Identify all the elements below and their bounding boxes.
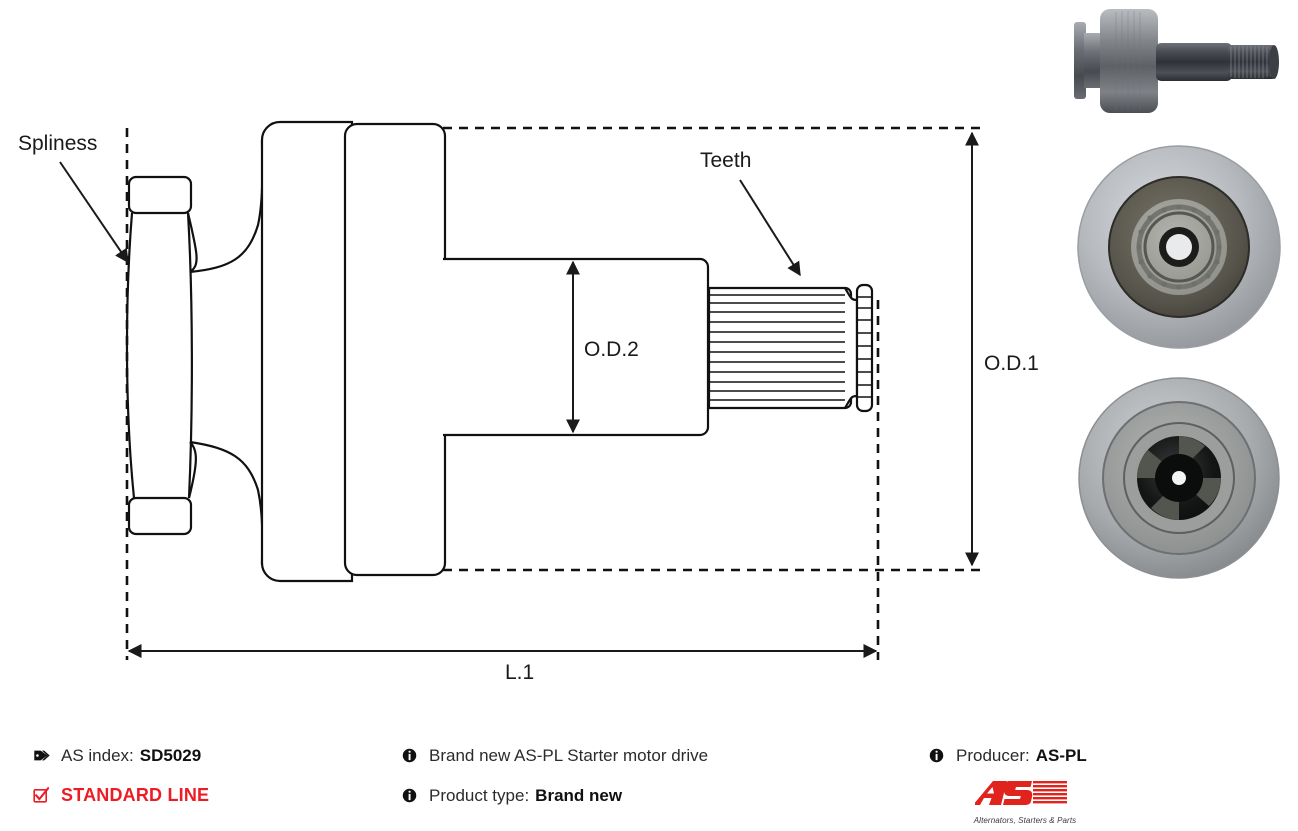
- as-pl-logo-mark: [973, 781, 1067, 805]
- description-row: Brand new AS-PL Starter motor drive: [398, 735, 898, 775]
- product-type-label: Product type:: [429, 785, 530, 805]
- teeth-label: Teeth: [700, 149, 751, 172]
- as-index-label: AS index:: [61, 745, 134, 765]
- info-icon: [925, 748, 947, 763]
- info-icon: [398, 748, 420, 763]
- product-type-row: Product type: Brand new: [398, 775, 898, 815]
- info-column-index: AS index: SD5029 STANDARD LINE: [30, 735, 390, 815]
- teeth-callout: Teeth: [700, 149, 801, 277]
- spline-ring: [125, 212, 198, 499]
- standard-line-row: STANDARD LINE: [30, 775, 390, 815]
- checked-box-icon: [30, 787, 52, 803]
- producer-label: Producer:: [956, 745, 1030, 765]
- teeth-leader-line: [739, 179, 801, 277]
- starter-drive-rear-view-image: [1078, 377, 1280, 579]
- od2-label: O.D.2: [584, 338, 639, 361]
- producer-value: AS-PL: [1035, 745, 1087, 765]
- producer-row: Producer: AS-PL: [925, 735, 1285, 775]
- product-photo-rear-view[interactable]: [1060, 375, 1298, 585]
- shaft-section: [443, 257, 710, 437]
- splines-label: Spliness: [18, 132, 97, 155]
- as-index-row: AS index: SD5029: [30, 735, 390, 775]
- product-photo-front-view[interactable]: [1060, 140, 1298, 355]
- od1-label: O.D.1: [984, 352, 1039, 375]
- info-icon: [398, 788, 420, 803]
- logo-tagline: Alternators, Starters & Parts: [973, 816, 1077, 825]
- technical-drawing: Spliness Teeth O.D.2 O.D.1 L.1: [18, 120, 1039, 684]
- info-column-producer: Producer: AS-PL: [925, 735, 1285, 775]
- info-column-description: Brand new AS-PL Starter motor drive Prod…: [398, 735, 898, 815]
- tag-icon: [30, 747, 52, 764]
- starter-drive-front-view-image: [1077, 145, 1281, 349]
- spline-teeth-lines: [709, 294, 849, 401]
- end-collar-lines: [857, 296, 872, 398]
- pinion-block: [343, 122, 447, 577]
- product-type-value: Brand new: [535, 785, 623, 805]
- as-pl-logo[interactable]: Alternators, Starters & Parts: [960, 778, 1090, 825]
- extension-lines: [125, 126, 980, 660]
- l1-label: L.1: [505, 661, 534, 684]
- standard-line-label: STANDARD LINE: [61, 785, 210, 805]
- od1-dimension: O.D.1: [965, 131, 1039, 567]
- od2-dimension: O.D.2: [566, 260, 639, 434]
- splines-callout: Spliness: [18, 132, 129, 264]
- drive-body: [260, 120, 354, 583]
- product-info-footer: AS index: SD5029 STANDARD LINE: [0, 735, 1298, 831]
- flange-tabs: [127, 175, 193, 536]
- product-photo-column: [1060, 0, 1298, 735]
- technical-drawing-svg: Spliness Teeth O.D.2 O.D.1 L.1: [18, 120, 1039, 684]
- l1-dimension: L.1: [127, 644, 878, 684]
- starter-drive-side-view-image: [1074, 9, 1279, 113]
- splines-leader-line: [59, 161, 129, 264]
- description-text: Brand new AS-PL Starter motor drive: [429, 745, 709, 765]
- splined-shaft: [707, 283, 874, 413]
- product-photo-side-view[interactable]: [1060, 0, 1298, 135]
- as-index-value: SD5029: [139, 745, 202, 765]
- collar-transition: [189, 139, 264, 566]
